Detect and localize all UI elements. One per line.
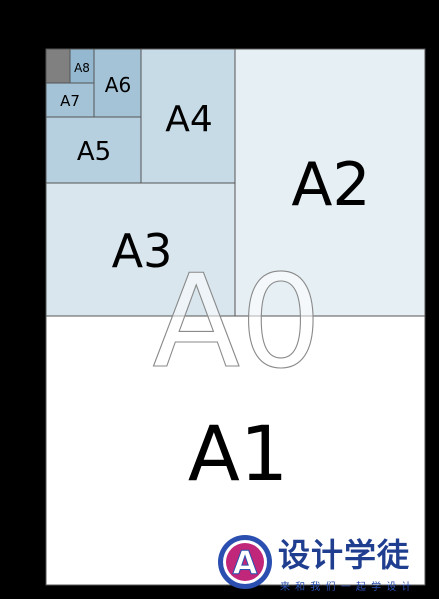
label-a7: A7 [60, 92, 80, 110]
label-a4: A4 [165, 99, 213, 140]
sheet-a5 [45, 116, 142, 184]
watermark-subtitle: 来 和 我 们 一 起 学 设 计 [280, 580, 412, 593]
label-a0: A0 [153, 248, 322, 397]
label-a2: A2 [291, 150, 370, 220]
watermark: A 设计学徒 来 和 我 们 一 起 学 设 计 [218, 535, 412, 593]
sheet-a2 [234, 48, 426, 317]
label-a6: A6 [105, 73, 131, 97]
label-a1: A1 [188, 409, 288, 498]
watermark-logo-letter: A [233, 544, 258, 582]
watermark-title: 设计学徒 [278, 536, 410, 574]
label-a8: A8 [74, 61, 90, 75]
label-a5: A5 [77, 137, 111, 167]
sheet-a4 [140, 48, 236, 184]
watermark-logo-icon: A [218, 535, 272, 589]
sheet-corner-smaller [45, 48, 71, 84]
sheet-a7 [45, 82, 95, 118]
label-a3: A3 [112, 224, 173, 278]
